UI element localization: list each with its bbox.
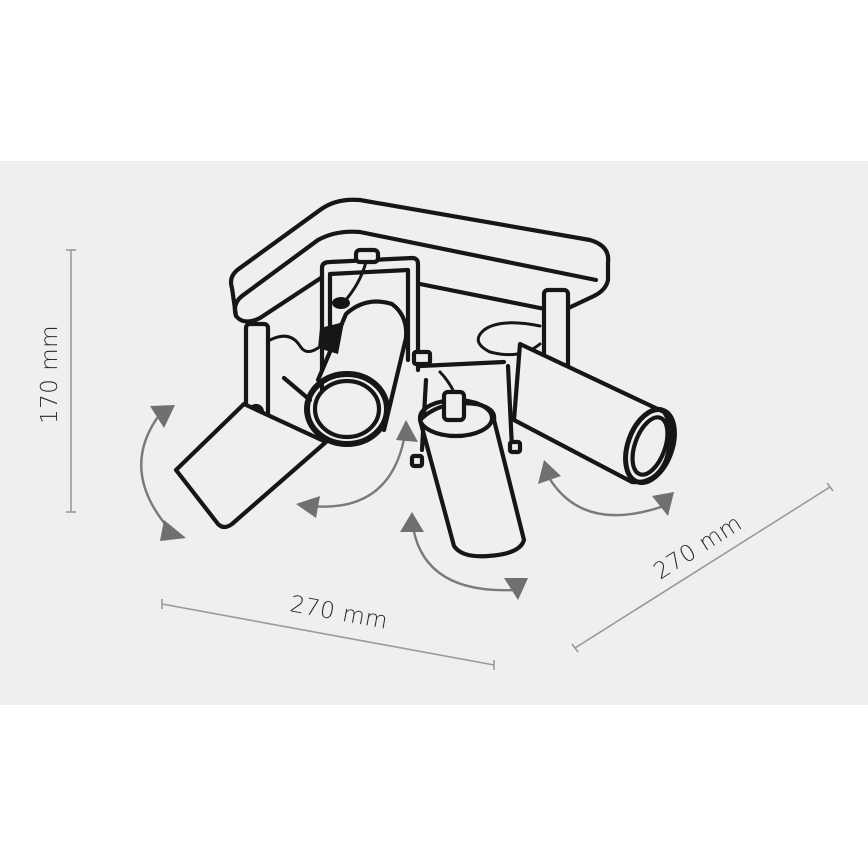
rotation-arrow-left <box>140 405 186 541</box>
spotlight-left <box>173 321 329 530</box>
spotlight-right <box>476 287 677 485</box>
depth-dimension: 270 mm <box>571 482 834 653</box>
width-dimension: 270 mm <box>161 591 495 670</box>
width-label: 270 mm <box>288 591 390 634</box>
depth-label: 270 mm <box>649 510 747 585</box>
height-dimension: 170 mm <box>37 249 76 513</box>
rotation-arrow-right <box>538 460 674 517</box>
spotlight-back-center <box>304 247 421 447</box>
spotlight-front-center <box>409 349 527 559</box>
height-label: 170 mm <box>37 325 63 424</box>
rotation-arrow-front-center <box>400 512 528 600</box>
rotation-arrow-back-center <box>296 420 418 518</box>
